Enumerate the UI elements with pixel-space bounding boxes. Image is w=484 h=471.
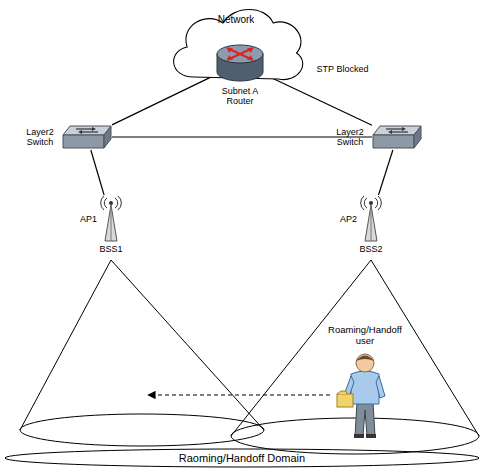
switch-icon: Layer2 Switch: [372, 124, 422, 150]
bss2-coverage: [231, 260, 479, 454]
node-label: AP1: [80, 213, 97, 223]
node-label: Network: [218, 14, 255, 26]
node-label: Subnet A Router: [214, 86, 266, 107]
network-link: [265, 75, 372, 125]
node-label: Roaming/Handoff user: [325, 325, 405, 347]
node-label: Layer2 Switch: [21, 127, 59, 148]
switch-icon: Layer2 Switch: [62, 124, 112, 150]
node-label: Layer2 Switch: [331, 127, 369, 148]
domain-ellipse: Raoming/Handoff Domain: [4, 448, 480, 468]
node-label: Raoming/Handoff Domain: [179, 452, 305, 465]
access-point-outline: [100, 195, 122, 242]
switch-icon-outline: [372, 124, 422, 150]
node-label: AP2: [340, 213, 357, 223]
user-figure-outline: [335, 350, 395, 440]
network-link: [378, 150, 392, 195]
user-figure: Roaming/Handoff user: [335, 350, 395, 440]
node-sublabel: BSS2: [359, 244, 382, 254]
access-point-outline: [360, 195, 382, 242]
network-link: [112, 75, 215, 125]
link-label: STP Blocked: [315, 64, 371, 74]
network-link: [91, 150, 104, 195]
node-sublabel: BSS1: [99, 244, 122, 254]
access-point: AP2BSS2: [360, 195, 382, 242]
router-icon: Subnet A Router: [215, 42, 265, 84]
access-point: AP1BSS1: [100, 195, 122, 242]
router-icon-outline: [215, 42, 265, 84]
movement-arrow: [148, 394, 330, 395]
bss1-coverage: [20, 260, 264, 446]
network-link: [112, 136, 372, 137]
switch-icon-outline: [62, 124, 112, 150]
